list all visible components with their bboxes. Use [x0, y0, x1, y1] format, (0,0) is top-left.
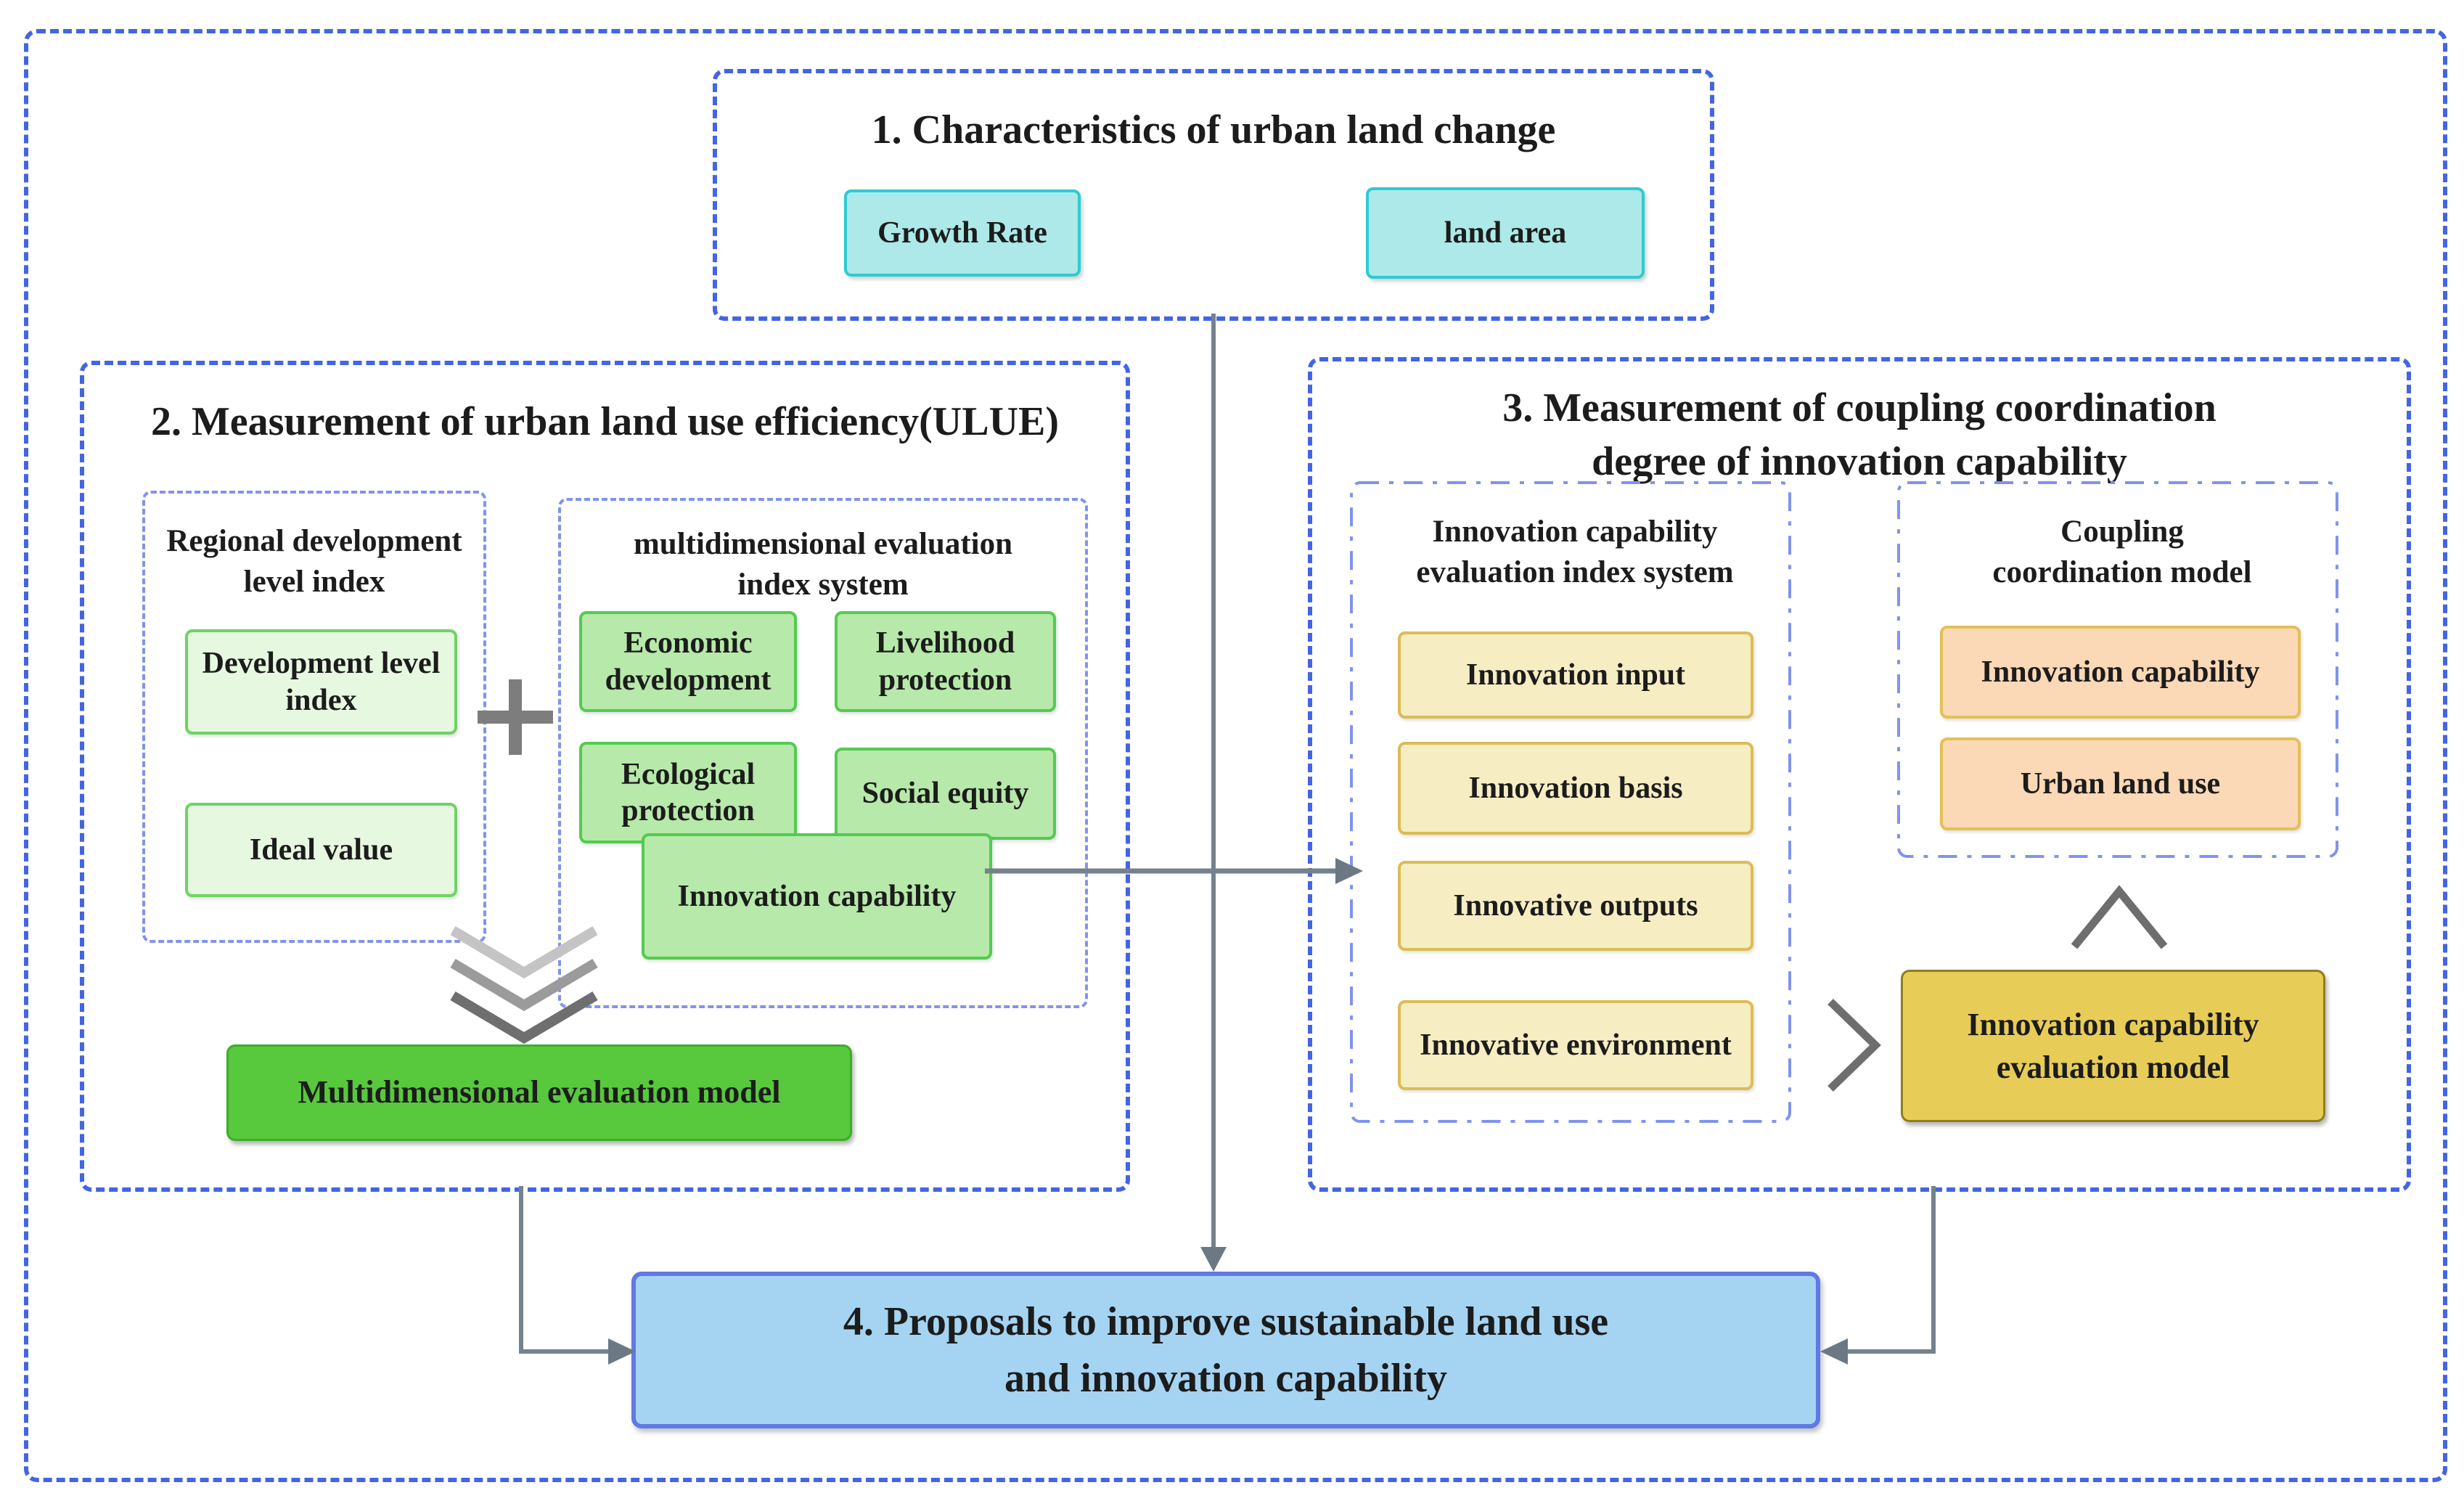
section-4-proposals-box: 4. Proposals to improve sustainable land…: [631, 1272, 1820, 1428]
outer-frame: [24, 29, 2447, 1482]
innovation-capability-dimension-box: Innovation capability: [642, 833, 992, 960]
innovation-basis-box: Innovation basis: [1398, 742, 1753, 835]
growth-rate-box: Growth Rate: [844, 189, 1081, 277]
ideal-value-box: Ideal value: [185, 803, 457, 897]
section-3-title-line1: 3. Measurement of coupling coordination: [1502, 385, 2217, 430]
livelihood-protection-box: Livelihood protection: [835, 611, 1056, 712]
development-level-index-box: Development level index: [185, 629, 457, 735]
coupling-model-header: Coupling coordination model: [1992, 515, 2252, 589]
section-3-coupling-coordination: 3. Measurement of coupling coordination …: [1308, 357, 2411, 1192]
innovative-outputs-box: Innovative outputs: [1398, 861, 1753, 951]
section-2-title: 2. Measurement of urban land use efficie…: [150, 399, 1060, 444]
land-area-box: land area: [1366, 187, 1645, 279]
section-4-title-line1: 4. Proposals to improve sustainable land…: [843, 1298, 1609, 1344]
ecological-protection-box: Ecological protection: [579, 742, 797, 843]
section-2-ulue: 2. Measurement of urban land use efficie…: [80, 361, 1130, 1192]
coupling-model-group: Coupling coordination model Innovation c…: [1903, 487, 2341, 861]
innovative-environment-box: Innovative environment: [1398, 1000, 1753, 1090]
section-1-title: 1. Characteristics of urban land change: [871, 107, 1556, 152]
innovation-index-group: Innovation capability evaluation index s…: [1356, 487, 1794, 1126]
regional-index-header: Regional development level index: [166, 524, 462, 599]
innovation-index-header: Innovation capability evaluation index s…: [1416, 515, 1734, 589]
economic-development-box: Economic development: [579, 611, 797, 712]
section-1-urban-land-change: 1. Characteristics of urban land change …: [713, 69, 1714, 321]
innovation-input-box: Innovation input: [1398, 631, 1753, 719]
innovation-capability-coupling-box: Innovation capability: [1940, 626, 2301, 719]
section-3-title: 3. Measurement of coupling coordination …: [1312, 382, 2407, 489]
innovation-capability-evaluation-model-box: Innovation capability evaluation model: [1901, 970, 2325, 1122]
urban-land-use-box: Urban land use: [1940, 737, 2301, 830]
section-3-title-line2: degree of innovation capability: [1592, 438, 2127, 484]
social-equity-box: Social equity: [835, 748, 1056, 840]
multidimensional-evaluation-model-box: Multidimensional evaluation model: [226, 1044, 852, 1141]
section-4-title-line2: and innovation capability: [1004, 1356, 1447, 1401]
multidim-index-header: multidimensional evaluation index system: [633, 527, 1013, 602]
regional-index-group: Regional development level index Develop…: [142, 491, 486, 943]
multidim-index-group: multidimensional evaluation index system…: [558, 498, 1088, 1008]
